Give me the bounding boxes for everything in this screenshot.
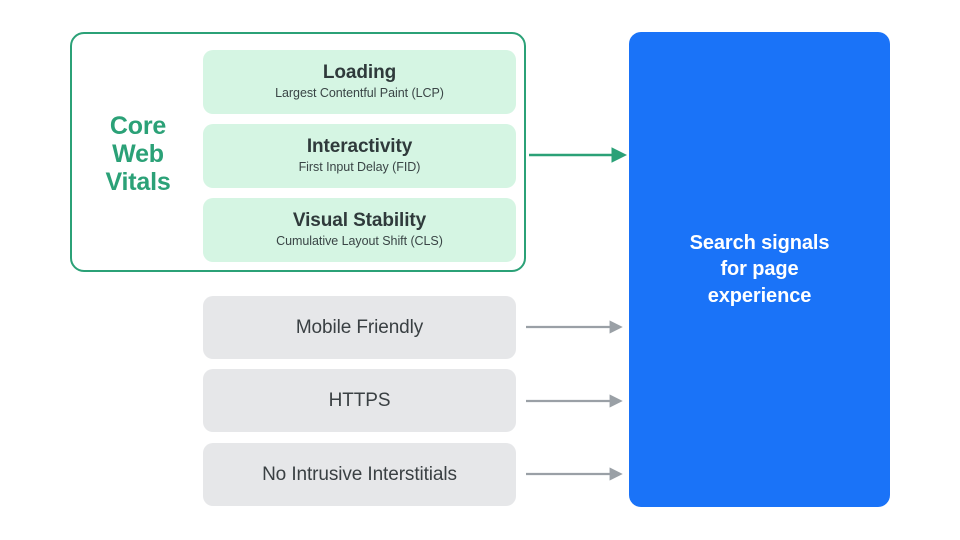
- metric-card-interactivity[interactable]: Interactivity First Input Delay (FID): [203, 124, 516, 188]
- signal-label: Mobile Friendly: [295, 316, 424, 338]
- signal-label: HTTPS: [328, 389, 391, 411]
- search-signals-line-2: for page: [720, 258, 799, 281]
- core-web-vitals-group: [70, 32, 526, 272]
- core-web-vitals-label-line-1: Core: [109, 112, 167, 140]
- core-web-vitals-label: Core Web Vitals: [84, 112, 192, 196]
- metric-title: Visual Stability: [292, 210, 427, 232]
- metric-subtitle: First Input Delay (FID): [298, 160, 421, 175]
- signal-card-no-intrusive-interstitials[interactable]: No Intrusive Interstitials: [203, 443, 516, 506]
- metric-title: Loading: [322, 62, 397, 84]
- metric-card-visual-stability[interactable]: Visual Stability Cumulative Layout Shift…: [203, 198, 516, 262]
- core-web-vitals-label-line-2: Web: [112, 140, 164, 168]
- metric-subtitle: Largest Contentful Paint (LCP): [275, 86, 444, 101]
- metric-card-loading[interactable]: Loading Largest Contentful Paint (LCP): [203, 50, 516, 114]
- search-signals-line-1: Search signals: [689, 231, 830, 254]
- metric-subtitle: Cumulative Layout Shift (CLS): [276, 234, 443, 249]
- signal-label: No Intrusive Interstitials: [262, 463, 457, 485]
- signal-card-https[interactable]: HTTPS: [203, 369, 516, 432]
- signal-card-mobile-friendly[interactable]: Mobile Friendly: [203, 296, 516, 359]
- search-signals-line-3: experience: [707, 284, 812, 307]
- metric-title: Interactivity: [306, 136, 413, 158]
- search-signals-text: Search signals for page experience: [690, 230, 830, 310]
- search-signals-panel[interactable]: Search signals for page experience: [629, 32, 890, 507]
- core-web-vitals-label-line-3: Vitals: [105, 168, 171, 196]
